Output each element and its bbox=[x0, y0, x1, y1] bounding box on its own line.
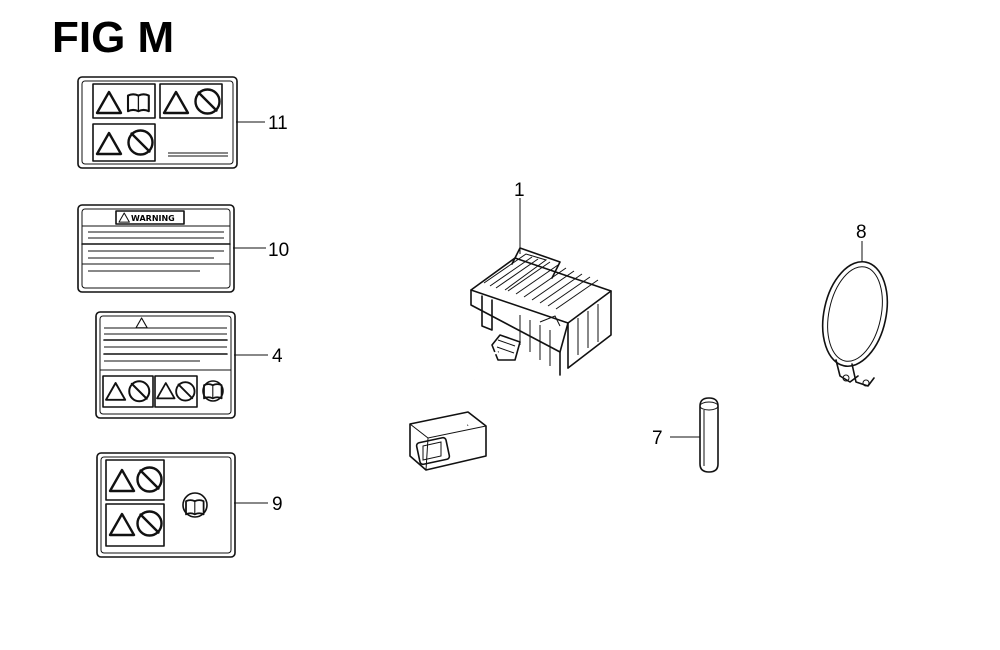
warning-triangle-icon bbox=[105, 382, 127, 401]
decal-4 bbox=[95, 311, 236, 419]
read-manual-book-icon bbox=[203, 383, 223, 400]
warning-triangle-icon bbox=[135, 317, 148, 329]
callout-8: 8 bbox=[856, 222, 867, 243]
pin bbox=[699, 397, 719, 473]
decal-11 bbox=[77, 76, 238, 169]
regulator-rectifier bbox=[409, 247, 612, 471]
prohibition-circle-icon bbox=[136, 510, 163, 537]
decal-10: WARNING bbox=[77, 204, 235, 293]
callout-10: 10 bbox=[268, 240, 289, 261]
read-manual-book-icon bbox=[185, 499, 205, 516]
warning-triangle-icon bbox=[156, 382, 176, 400]
callout-9: 9 bbox=[272, 494, 283, 515]
decal-9-bottom-panel bbox=[105, 503, 165, 547]
decal-9-manual-panel bbox=[182, 492, 208, 518]
decal-11-top-right-panel bbox=[159, 83, 223, 119]
prohibition-circle-icon bbox=[128, 380, 151, 403]
warning-triangle-icon bbox=[108, 512, 136, 537]
callout-1: 1 bbox=[514, 180, 525, 201]
decal-4-icon-panel-3 bbox=[202, 380, 224, 402]
warning-triangle-icon bbox=[118, 212, 130, 223]
prohibition-circle-icon bbox=[194, 88, 221, 115]
figure-title: FIG M bbox=[52, 13, 174, 62]
decal-11-top-left-panel bbox=[92, 83, 156, 119]
warning-triangle-icon bbox=[95, 90, 123, 115]
prohibition-circle-icon bbox=[175, 381, 196, 402]
prohibition-circle-icon bbox=[136, 466, 163, 493]
callout-7: 7 bbox=[652, 428, 663, 449]
prohibition-circle-icon bbox=[127, 129, 154, 156]
warning-triangle-icon bbox=[162, 90, 190, 115]
decal-10-header: WARNING bbox=[131, 214, 175, 223]
decal-4-icon-panel-2 bbox=[154, 375, 198, 408]
callout-4: 4 bbox=[272, 346, 283, 367]
warning-triangle-icon bbox=[95, 131, 123, 156]
decal-9-top-panel bbox=[105, 459, 165, 501]
warning-triangle-icon bbox=[108, 468, 136, 493]
decal-9 bbox=[96, 452, 236, 558]
read-manual-book-icon bbox=[126, 93, 150, 113]
band-clamp bbox=[821, 260, 889, 387]
decal-11-bottom-left-panel bbox=[92, 123, 156, 162]
callout-11: 11 bbox=[268, 113, 288, 134]
decal-4-icon-panel-1 bbox=[102, 375, 154, 408]
